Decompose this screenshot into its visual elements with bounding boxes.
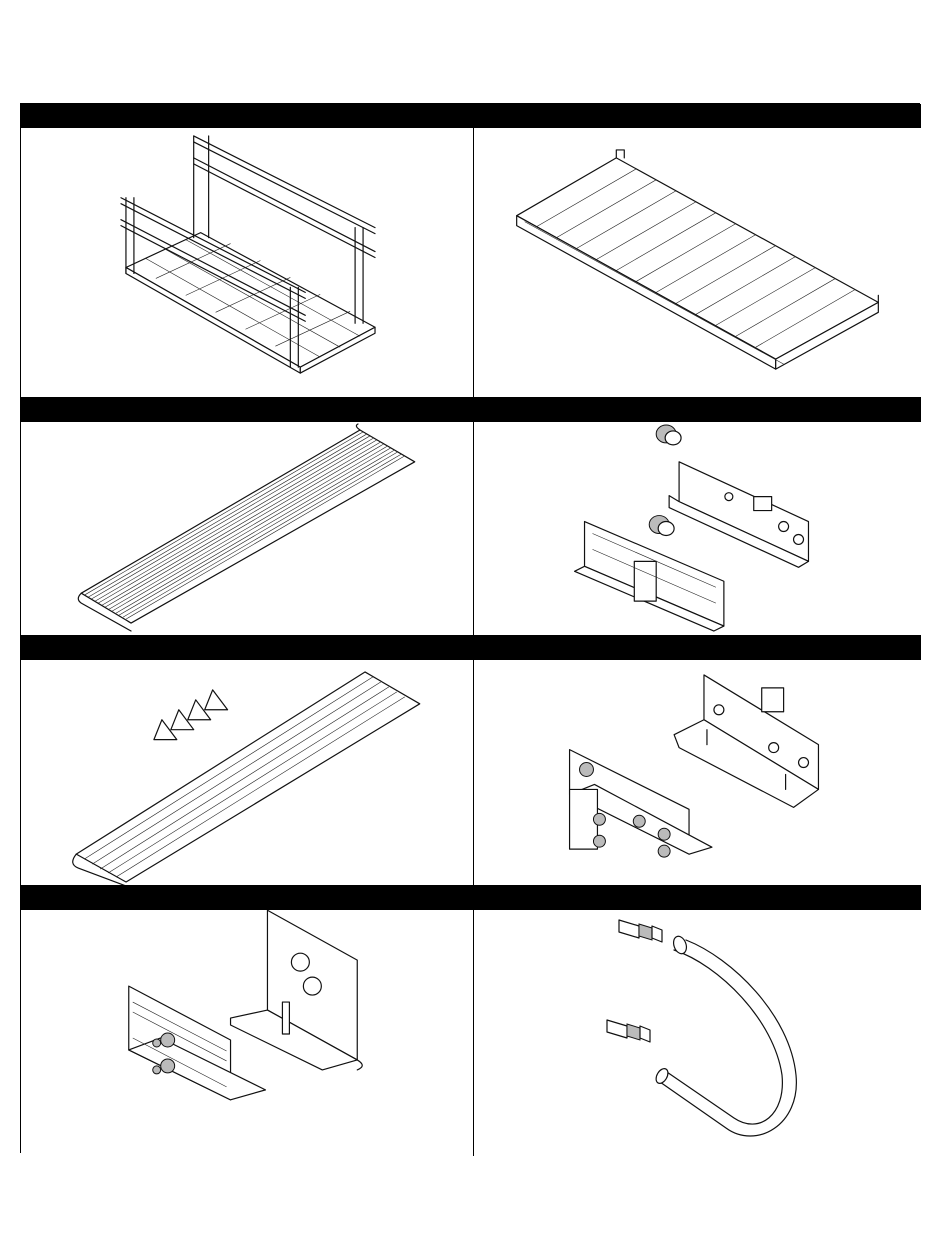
panel-ramp-platform [474,104,921,398]
panel-ramp-section-with-wedges [21,636,474,886]
panel-ribbed-ramp-section [21,398,474,636]
panel-angle-bracket-pair [21,886,474,1156]
panel-header-bar [474,104,921,128]
parts-grid [21,104,921,1152]
u-handrail-with-connectors-drawing [474,910,921,1156]
panel-header-bar [21,636,473,660]
panel-header-bar [21,886,473,910]
ribbed-ramp-section-drawing [21,422,473,635]
panel-bolted-bracket-assembly [474,636,921,886]
angle-bracket-pair-drawing [21,910,473,1156]
ramp-with-handrails-drawing [21,128,473,397]
panel-ramp-with-handrails [21,104,474,398]
panel-header-bar [21,398,473,422]
ramp-section-with-wedges-drawing [21,660,473,885]
panel-header-bar [21,104,473,128]
bolted-bracket-assembly-drawing [474,660,921,885]
connector-bracket-kit-drawing [474,422,921,635]
panel-header-bar [474,886,921,910]
parts-sheet [20,103,920,1153]
ramp-platform-drawing [474,128,921,397]
panel-header-bar [474,398,921,422]
panel-u-handrail-with-connectors [474,886,921,1156]
panel-connector-bracket-kit [474,398,921,636]
panel-header-bar [474,636,921,660]
